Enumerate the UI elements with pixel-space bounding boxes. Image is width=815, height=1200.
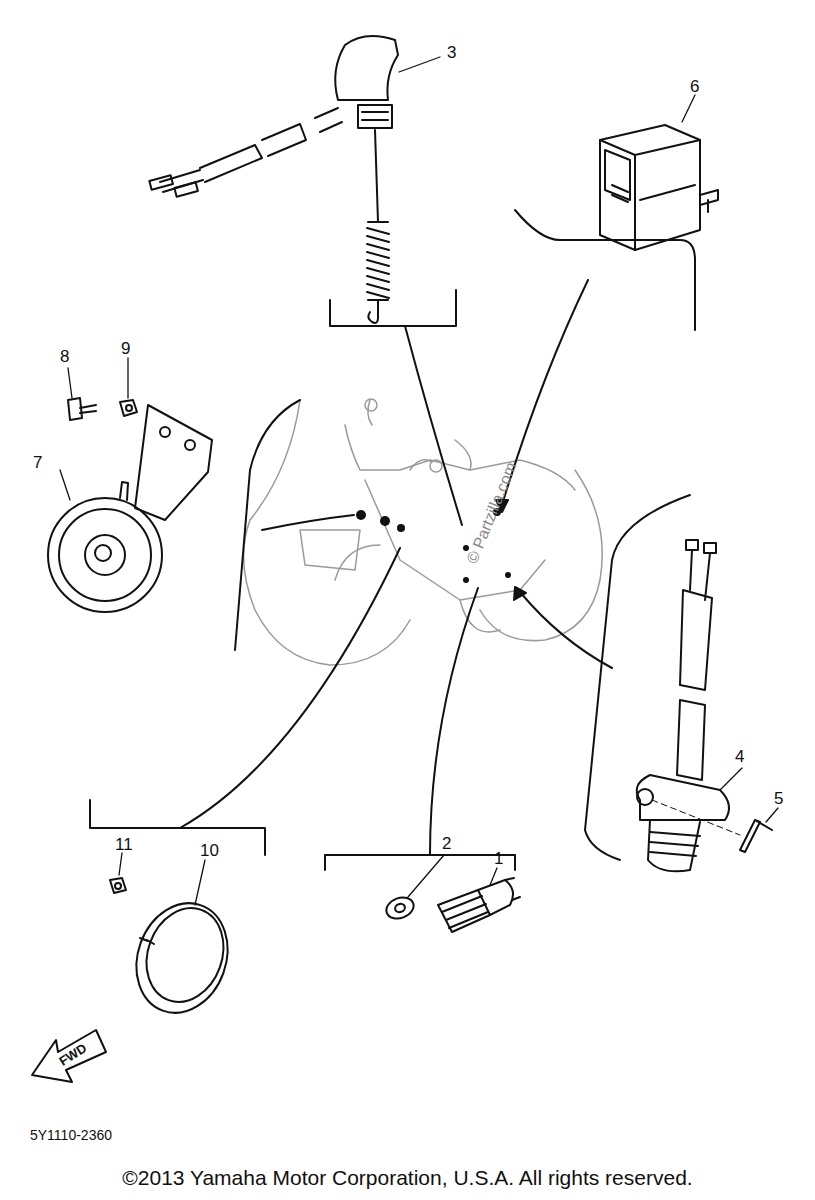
neutral-switch: [438, 868, 520, 932]
washer: [383, 855, 444, 922]
drawing-code: 5Y1110-2360: [30, 1128, 112, 1142]
callout-number: 10: [200, 842, 219, 859]
callout-number: 4: [735, 748, 744, 765]
locator-line: [520, 592, 612, 668]
callout-number: 5: [774, 790, 783, 807]
brake-switch: [149, 36, 440, 323]
flasher-relay: [600, 95, 718, 250]
screw: [652, 800, 778, 852]
group-bracket: [325, 855, 515, 870]
nut: [120, 358, 137, 416]
reflector: [122, 860, 243, 1026]
callout-number: 3: [447, 44, 456, 61]
arrow-head: [514, 587, 526, 600]
nut: [110, 853, 126, 893]
direction-label: FWD: [57, 1041, 89, 1068]
callout-number: 2: [442, 835, 451, 852]
locator-line: [180, 548, 400, 828]
horn: [48, 405, 212, 612]
group-bracket: [90, 800, 265, 855]
callout-number: 1: [494, 850, 503, 867]
locator-line: [405, 326, 462, 525]
callout-number: 7: [33, 454, 42, 471]
group-bracket: [585, 495, 690, 860]
locator-line: [430, 588, 478, 855]
bolt: [68, 368, 96, 420]
callout-number: 8: [60, 348, 69, 365]
group-bracket: [330, 290, 456, 326]
copyright-caption: ©2013 Yamaha Motor Corporation, U.S.A. A…: [122, 1166, 692, 1189]
locator-line: [262, 515, 354, 530]
watermark: © Partzilla.com: [464, 460, 519, 566]
group-bracket: [515, 210, 695, 330]
callout-number: 9: [121, 340, 130, 357]
motorcycle-outline: [244, 399, 603, 665]
forward-arrow: [32, 1030, 106, 1082]
stop-switch: [637, 540, 742, 871]
callout-number: 11: [115, 836, 133, 853]
callout-number: 6: [690, 78, 699, 95]
